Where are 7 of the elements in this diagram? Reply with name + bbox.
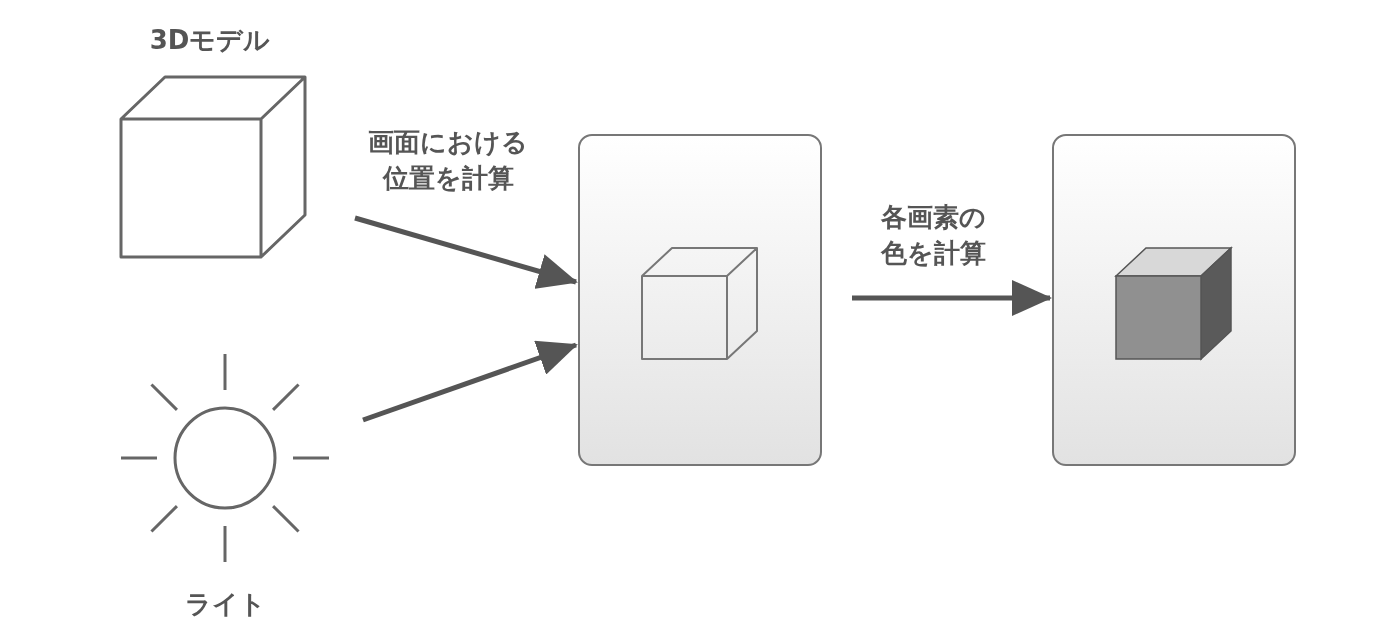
screen-panel — [1052, 134, 1296, 466]
arrow — [852, 280, 1052, 316]
arrow — [362, 340, 578, 423]
screen-panel — [578, 134, 822, 466]
node-label: 3Dモデル — [148, 24, 272, 57]
node-label: ライト — [183, 588, 267, 621]
arrow — [354, 215, 578, 289]
